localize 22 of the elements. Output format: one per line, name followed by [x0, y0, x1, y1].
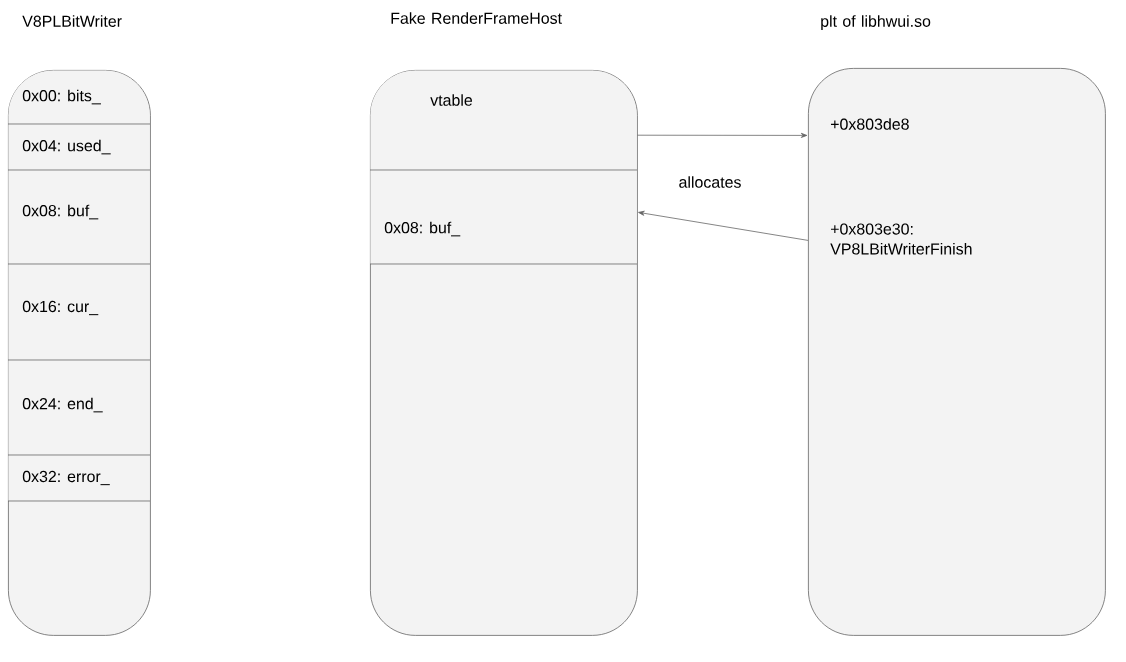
heading: V8PLBitWriter: [22, 15, 122, 27]
node-label: 0x32: error_: [22, 470, 110, 486]
node-label: 0x08: buf_: [22, 204, 99, 220]
memory-cell: 0x16: cur_: [8, 264, 150, 360]
heading: Fake RenderFrameHost: [391, 12, 562, 24]
node-label: vtable: [430, 94, 473, 106]
memory-cell: vtable: [370, 70, 637, 170]
memory-cell: 0x00: bits_: [8, 70, 150, 124]
address-label: +0x803de8: [831, 118, 909, 130]
node-label: 0x16: cur_: [22, 300, 99, 316]
arrow: [637, 132, 808, 138]
heading: plt of libhwui.so: [821, 15, 931, 31]
memory-cell: 0x32: error_: [8, 455, 150, 501]
node-label: 0x08: buf_: [384, 221, 461, 237]
address-label: +0x803e30: VP8LBitWriterFinish: [830, 223, 972, 255]
node-label: 0x00: bits_: [22, 89, 101, 105]
node-label: 0x04: used_: [22, 139, 111, 155]
memory-cell: 0x04: used_: [8, 124, 150, 170]
node-label: 0x24: end_: [22, 397, 103, 413]
edge-label: allocates: [676, 174, 744, 190]
memory-cell: 0x08: buf_: [370, 170, 637, 264]
arrow: [638, 210, 809, 241]
